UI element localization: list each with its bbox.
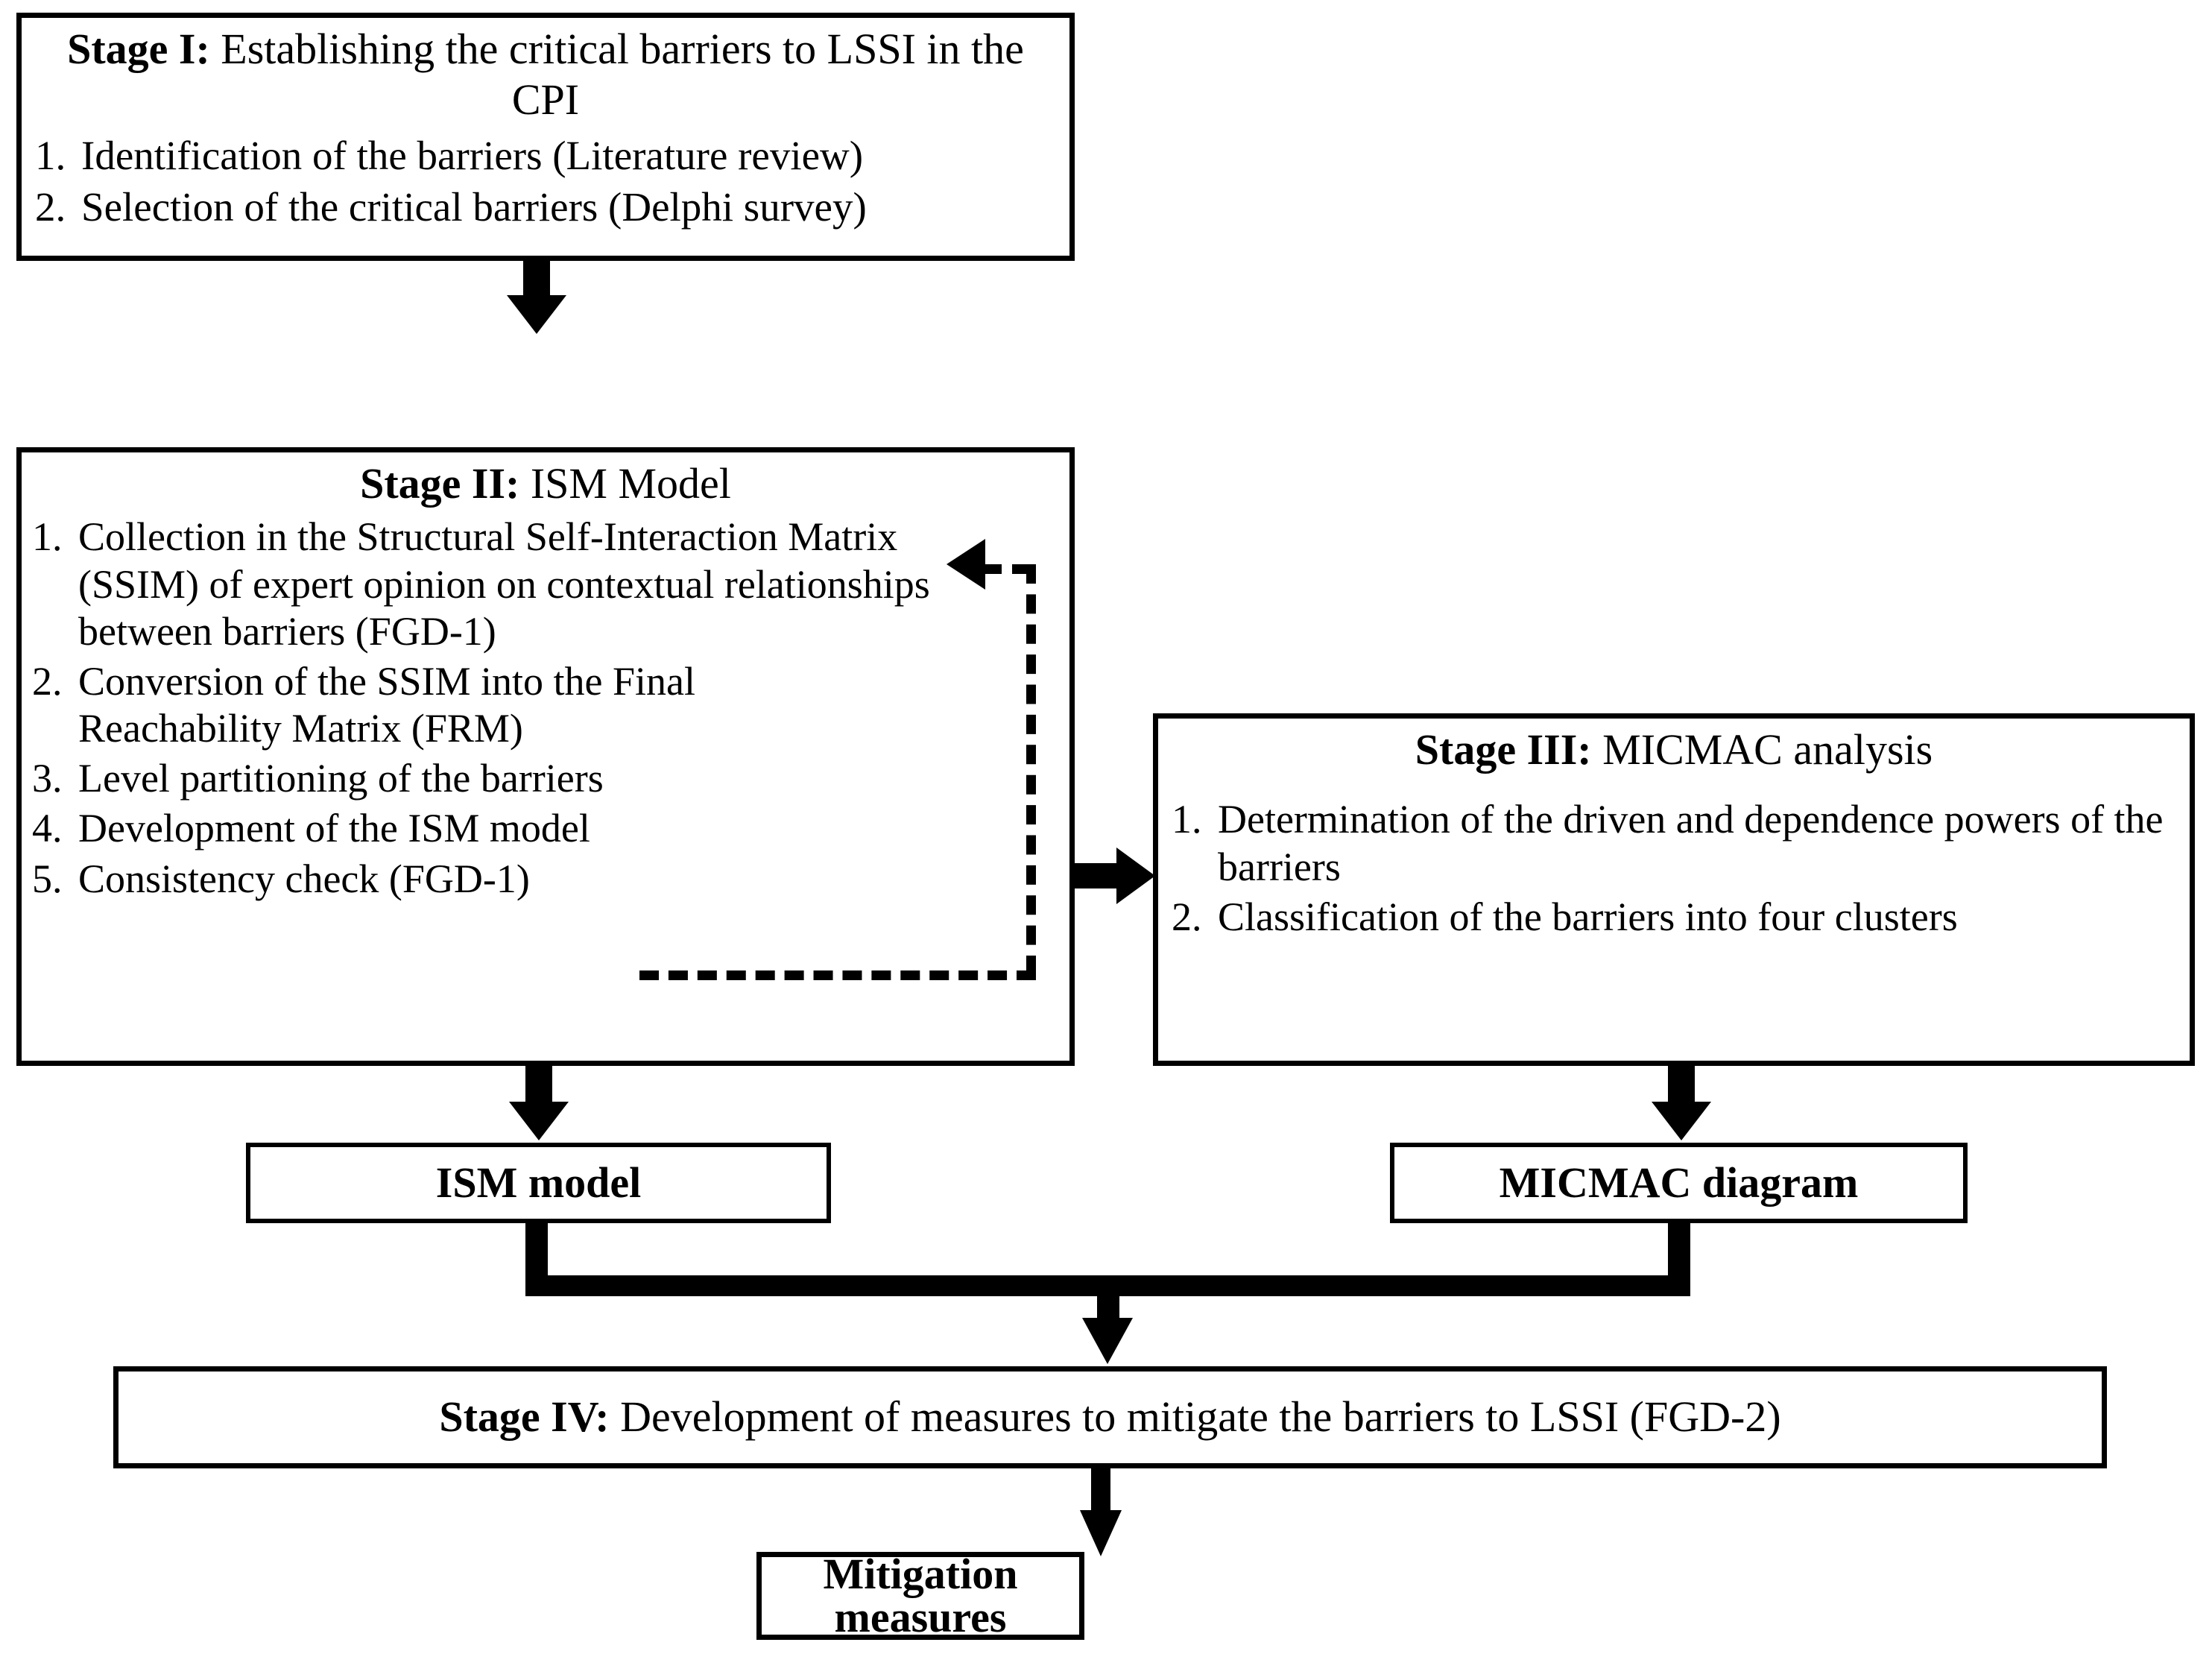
stage-1-step-2: 2. Selection of the critical barriers (D… bbox=[35, 182, 1056, 232]
stage-2-step-5-text: Consistency check (FGD-1) bbox=[78, 856, 530, 901]
stage-3-step-1: 1. Determination of the driven and depen… bbox=[1172, 796, 2176, 890]
stage-2-box: Stage II: ISM Model 1. Collection in the… bbox=[16, 447, 1075, 1066]
stage-3-title-lead: Stage III: bbox=[1415, 725, 1592, 774]
stage-3-box: Stage III: MICMAC analysis 1. Determinat… bbox=[1153, 713, 2195, 1066]
stage-2-title-lead: Stage II: bbox=[360, 459, 520, 508]
arrow-stage1-to-stage2-head bbox=[507, 295, 566, 334]
stage-2-step-2-number: 2. bbox=[32, 658, 63, 704]
stage-2-step-4: 4. Development of the ISM model bbox=[32, 805, 1059, 852]
arrow-stage2-to-stage3-head bbox=[1116, 847, 1155, 904]
stage-3-step-1-number: 1. bbox=[1172, 797, 1202, 842]
ism-model-box: ISM model bbox=[246, 1143, 831, 1223]
ism-model-content: ISM model bbox=[250, 1147, 827, 1219]
arrow-stage2-to-ism-head bbox=[509, 1102, 569, 1140]
merge-connector-down-shaft bbox=[1097, 1275, 1119, 1320]
ism-model-label: ISM model bbox=[435, 1158, 642, 1207]
stage-2-title: Stage II: ISM Model bbox=[32, 458, 1059, 509]
stage-2-step-3: 3. Level partitioning of the barriers bbox=[32, 755, 1059, 802]
stage-1-title-rest: Establishing the critical barriers to LS… bbox=[209, 25, 1024, 124]
stage-4-title-lead: Stage IV: bbox=[439, 1392, 610, 1442]
feedback-loop-top-segment bbox=[982, 564, 1031, 574]
stage-2-step-3-text: Level partitioning of the barriers bbox=[78, 756, 604, 801]
stage-1-step-1-text: Identification of the barriers (Literatu… bbox=[81, 132, 864, 178]
stage-2-step-2-text: Conversion of the SSIM into the Final Re… bbox=[78, 658, 695, 751]
arrow-stage3-to-micmac-shaft bbox=[1668, 1066, 1695, 1105]
stage-2-step-5-number: 5. bbox=[32, 856, 63, 901]
stage-2-step-1-number: 1. bbox=[32, 514, 63, 560]
stage-1-step-2-number: 2. bbox=[35, 183, 66, 230]
stage-1-box: Stage I: Establishing the critical barri… bbox=[16, 13, 1075, 261]
mitigation-measures-box: Mitigation measures bbox=[756, 1552, 1084, 1640]
arrow-stage4-to-mitigation-shaft bbox=[1091, 1468, 1110, 1515]
mitigation-measures-content: Mitigation measures bbox=[762, 1553, 1079, 1639]
micmac-diagram-content: MICMAC diagram bbox=[1394, 1147, 1963, 1219]
stage-4-title: Stage IV: Development of measures to mit… bbox=[439, 1392, 1780, 1442]
stage-2-step-1: 1. Collection in the Structural Self-Int… bbox=[32, 514, 1059, 655]
arrow-stage2-to-stage3-shaft bbox=[1075, 863, 1121, 888]
stage-3-title: Stage III: MICMAC analysis bbox=[1172, 725, 2176, 775]
micmac-diagram-box: MICMAC diagram bbox=[1390, 1143, 1968, 1223]
stage-1-title-lead: Stage I: bbox=[67, 25, 210, 73]
stage-4-title-rest: Development of measures to mitigate the … bbox=[609, 1392, 1781, 1442]
stage-3-step-1-text: Determination of the driven and dependen… bbox=[1218, 797, 2164, 889]
arrow-stage4-to-mitigation-head bbox=[1080, 1510, 1122, 1556]
arrow-stage2-to-ism-shaft bbox=[525, 1066, 552, 1105]
stage-1-title: Stage I: Establishing the critical barri… bbox=[35, 24, 1056, 126]
merge-connector-arrowhead bbox=[1082, 1318, 1133, 1364]
stage-1-step-1: 1. Identification of the barriers (Liter… bbox=[35, 130, 1056, 180]
feedback-loop-bottom-segment bbox=[639, 970, 1036, 980]
stage-2-step-2: 2. Conversion of the SSIM into the Final… bbox=[32, 658, 1059, 752]
mitigation-measures-label: Mitigation measures bbox=[823, 1550, 1018, 1641]
arrow-stage1-to-stage2-shaft bbox=[523, 261, 550, 298]
stage-4-box: Stage IV: Development of measures to mit… bbox=[113, 1366, 2107, 1468]
stage-4-content: Stage IV: Development of measures to mit… bbox=[118, 1372, 2102, 1463]
arrow-stage3-to-micmac-head bbox=[1652, 1102, 1711, 1140]
stage-3-step-2-number: 2. bbox=[1172, 894, 1202, 939]
stage-2-step-3-number: 3. bbox=[32, 756, 63, 801]
stage-3-content: Stage III: MICMAC analysis 1. Determinat… bbox=[1158, 719, 2190, 1061]
stage-2-step-4-number: 4. bbox=[32, 806, 63, 851]
stage-3-step-2-text: Classification of the barriers into four… bbox=[1218, 894, 1958, 939]
stage-2-title-rest: ISM Model bbox=[519, 459, 731, 508]
stage-2-step-list: 1. Collection in the Structural Self-Int… bbox=[32, 514, 1059, 902]
stage-3-step-list: 1. Determination of the driven and depen… bbox=[1172, 796, 2176, 941]
stage-3-step-2: 2. Classification of the barriers into f… bbox=[1172, 894, 2176, 941]
feedback-loop-right-segment bbox=[1026, 564, 1036, 975]
stage-2-step-1-text: Collection in the Structural Self-Intera… bbox=[78, 514, 930, 654]
stage-2-step-4-text: Development of the ISM model bbox=[78, 806, 590, 851]
micmac-diagram-label: MICMAC diagram bbox=[1499, 1158, 1859, 1207]
stage-1-step-2-text: Selection of the critical barriers (Delp… bbox=[81, 183, 867, 230]
stage-1-step-list: 1. Identification of the barriers (Liter… bbox=[35, 130, 1056, 232]
stage-2-content: Stage II: ISM Model 1. Collection in the… bbox=[22, 452, 1069, 1061]
stage-2-step-5: 5. Consistency check (FGD-1) bbox=[32, 856, 1059, 903]
stage-3-title-rest: MICMAC analysis bbox=[1591, 725, 1933, 774]
feedback-loop-arrowhead bbox=[947, 539, 985, 590]
stage-1-step-1-number: 1. bbox=[35, 132, 66, 178]
stage-1-content: Stage I: Establishing the critical barri… bbox=[22, 18, 1069, 256]
